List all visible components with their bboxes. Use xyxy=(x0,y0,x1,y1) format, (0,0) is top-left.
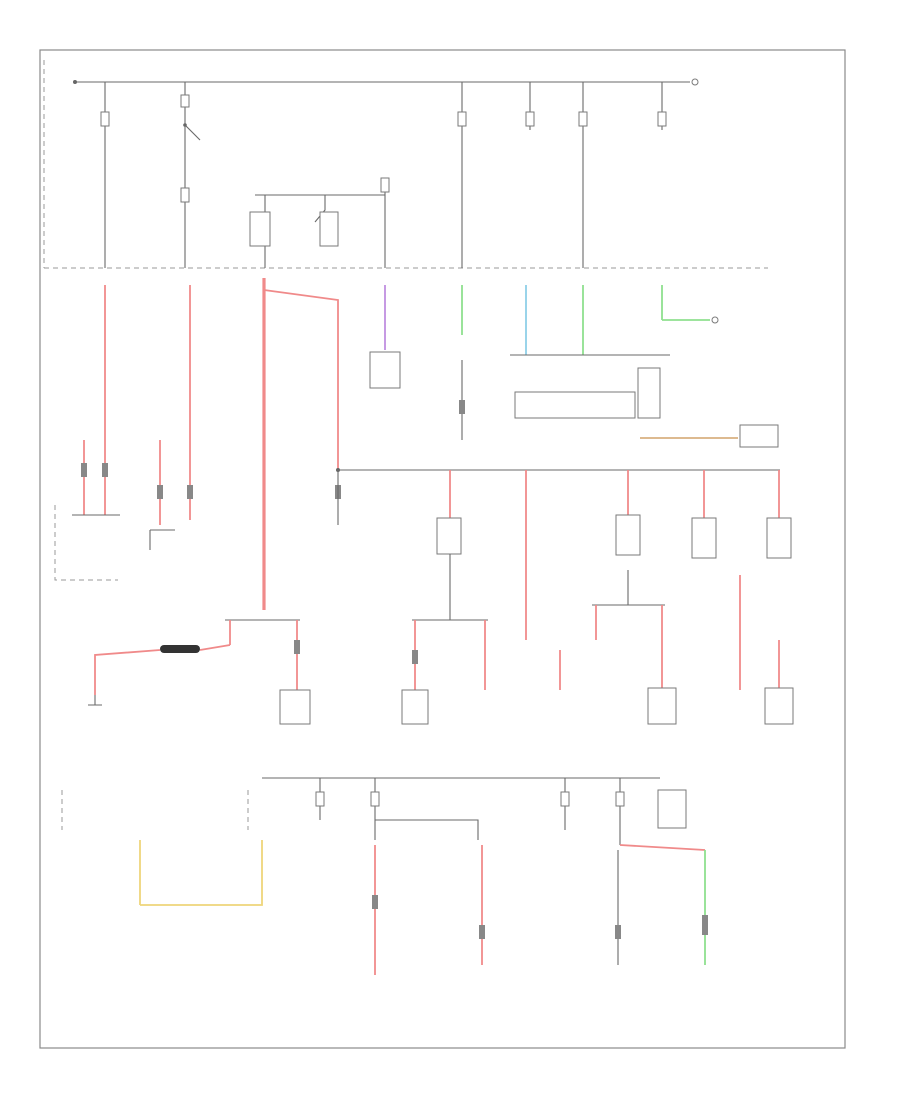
coil-box xyxy=(436,517,462,555)
fuse-icon xyxy=(180,187,190,203)
fuse-icon xyxy=(100,111,110,127)
component-box xyxy=(657,789,687,829)
relay-icon xyxy=(319,211,339,247)
component-box xyxy=(369,351,401,389)
fuse-icon xyxy=(578,111,588,127)
component-box xyxy=(401,689,429,725)
coil-box xyxy=(615,514,641,556)
relay-icon xyxy=(249,211,271,247)
fuse-icon xyxy=(657,111,667,127)
fusible-link-icon xyxy=(160,645,200,653)
component-box xyxy=(739,424,779,448)
left-power-feeds xyxy=(54,285,193,581)
coil-box xyxy=(691,517,717,559)
bottom-section xyxy=(61,777,708,975)
fuse-icon xyxy=(560,791,570,807)
fuse-icon xyxy=(370,791,380,807)
fuse-icon xyxy=(315,791,325,807)
main-battery-feed xyxy=(88,278,780,725)
component-box xyxy=(647,687,677,725)
diagram-frame xyxy=(39,49,846,1049)
junction-block xyxy=(514,391,636,419)
underhood-fuse-box xyxy=(43,60,768,269)
fuse-icon xyxy=(525,111,535,127)
fuse-icon xyxy=(615,791,625,807)
coil-box xyxy=(766,517,792,559)
component-box xyxy=(764,687,794,725)
starter-relay-box xyxy=(279,689,311,725)
fuse-icon xyxy=(180,94,190,108)
mid-components xyxy=(401,470,794,725)
fuse-block xyxy=(637,367,661,419)
fuse-icon xyxy=(457,111,467,127)
center-feeds xyxy=(369,285,779,448)
fuse-icon xyxy=(380,177,390,193)
